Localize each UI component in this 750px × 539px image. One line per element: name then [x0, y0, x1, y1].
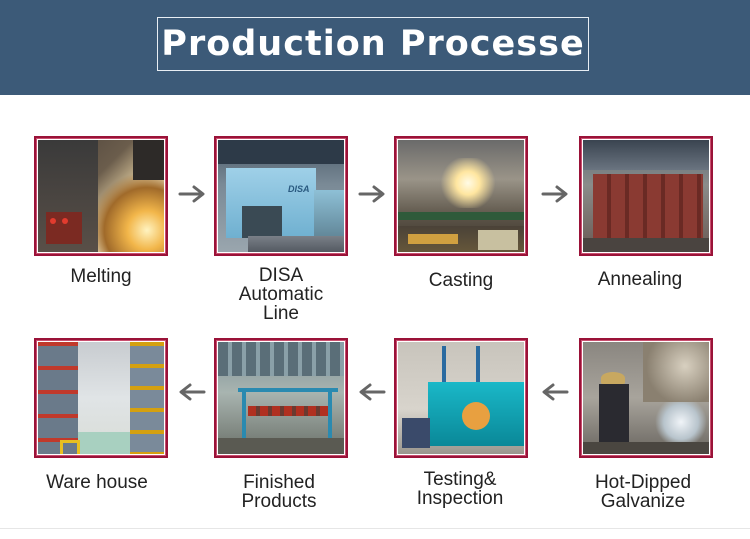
photo-disa-line: DISA — [214, 136, 348, 256]
arrow-right-icon — [358, 185, 386, 203]
step-label-testing: Testing& Inspection — [416, 469, 504, 509]
photo-melting — [34, 136, 168, 256]
step-label-melting: Melting — [70, 266, 132, 287]
arrow-right-icon — [541, 185, 569, 203]
footer-divider — [0, 528, 750, 529]
photo-warehouse — [34, 338, 168, 458]
step-label-galvanize: Hot-Dipped Galvanize — [594, 472, 692, 512]
step-label-disa: DISA Automatic Line — [238, 265, 324, 324]
arrow-left-icon — [358, 383, 386, 401]
disa-machine-text: DISA — [288, 184, 310, 194]
step-label-finished-products: Finished Products — [241, 472, 317, 512]
arrow-left-icon — [541, 383, 569, 401]
photo-annealing — [579, 136, 713, 256]
step-label-casting: Casting — [428, 270, 494, 291]
photo-testing — [394, 338, 528, 458]
header-banner: Production Processe — [0, 0, 750, 95]
arrow-left-icon — [178, 383, 206, 401]
arrow-right-icon — [178, 185, 206, 203]
photo-casting — [394, 136, 528, 256]
page-title: Production Processe — [161, 24, 585, 64]
step-label-annealing: Annealing — [597, 269, 683, 290]
step-label-warehouse: Ware house — [46, 472, 148, 493]
photo-galvanize — [579, 338, 713, 458]
title-frame: Production Processe — [157, 17, 589, 71]
photo-finished-products — [214, 338, 348, 458]
